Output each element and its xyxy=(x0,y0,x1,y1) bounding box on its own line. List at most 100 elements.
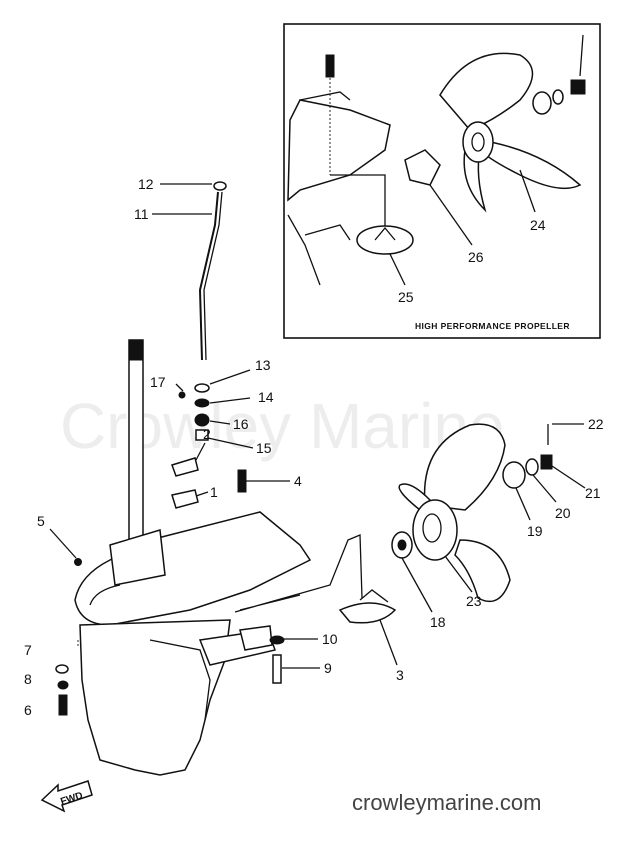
part-label-16: 16 xyxy=(233,416,249,432)
inset-prop-nut xyxy=(570,79,586,95)
inset-washer-small xyxy=(552,89,564,105)
inset-trim-anode xyxy=(356,225,414,255)
anti-cavitation-plate xyxy=(74,511,312,626)
trim-anode-3 xyxy=(338,602,397,624)
leader-25 xyxy=(389,253,406,286)
propeller-hub xyxy=(412,499,458,561)
part-labels: 12 11 13 14 16 15 17 2 1 4 5 10 9 3 7 8 … xyxy=(24,176,604,718)
prop-nut-21 xyxy=(540,454,553,470)
plate-edge-detail xyxy=(89,584,121,606)
leader-17 xyxy=(175,383,184,392)
leader-24 xyxy=(519,169,536,213)
part-label-5: 5 xyxy=(37,513,45,529)
leader-2 xyxy=(195,442,206,461)
cutaway-guide xyxy=(234,534,363,613)
washer-20 xyxy=(525,458,539,476)
site-url: crowleymarine.com xyxy=(352,790,542,815)
shift-rod xyxy=(198,191,219,361)
gearcase-contour xyxy=(149,639,211,721)
leader-19 xyxy=(515,487,531,521)
inset-propeller-bore xyxy=(471,132,485,152)
part-label-14: 14 xyxy=(258,389,274,405)
leader-13 xyxy=(209,369,251,385)
bolt-6 xyxy=(58,694,68,716)
part-label-8: 8 xyxy=(24,671,32,687)
washer-7 xyxy=(55,664,69,674)
fwd-arrow: FWD xyxy=(40,780,93,813)
part-label-25: 25 xyxy=(398,289,414,305)
propeller-bore xyxy=(422,513,442,543)
seal-13 xyxy=(194,383,210,393)
part-label-2: 2 xyxy=(203,426,211,442)
propeller-assembly xyxy=(391,423,553,603)
part-label-20: 20 xyxy=(555,505,571,521)
part-label-19: 19 xyxy=(527,523,543,539)
seal-16 xyxy=(194,413,210,427)
inset-propeller-hub xyxy=(462,121,494,163)
inset-thrust-washer xyxy=(404,149,441,186)
inset-cotter-pin xyxy=(579,34,584,77)
leader-23 xyxy=(444,555,473,593)
bushing-15 xyxy=(195,429,209,441)
leader-20 xyxy=(532,474,557,503)
leader-5 xyxy=(49,528,77,559)
washer-8 xyxy=(57,680,69,690)
lower-unit-assembly xyxy=(55,181,397,776)
leader-lines xyxy=(49,183,586,669)
trim-anode-tab xyxy=(359,589,389,603)
inset-anode-fin xyxy=(374,226,396,241)
inset-high-performance-propeller: 24 26 25 HIGH PERFORMANCE PROPELLER xyxy=(283,23,601,339)
propeller-blade-right xyxy=(454,539,511,603)
screw-17 xyxy=(178,391,186,399)
inset-anode-leader xyxy=(330,174,386,230)
inset-gearcase xyxy=(287,99,391,202)
inset-propeller-blade-top xyxy=(439,52,534,131)
shift-plunger-1 xyxy=(171,489,199,509)
inset-bolt xyxy=(325,54,335,78)
leader-1 xyxy=(195,491,209,497)
washer-10 xyxy=(269,635,285,645)
part-label-11: 11 xyxy=(134,206,149,222)
part-label-17: 17 xyxy=(150,374,166,390)
leader-26 xyxy=(429,184,473,246)
part-label-4: 4 xyxy=(294,473,302,489)
part-label-26: 26 xyxy=(468,249,484,265)
part-label-6: 6 xyxy=(24,702,32,718)
shift-rod-edge xyxy=(203,191,223,361)
inset-gearcase-skeg xyxy=(304,224,351,241)
part-label-7: 7 xyxy=(24,642,32,658)
drive-shaft xyxy=(128,339,144,551)
propeller-shaft-housing xyxy=(239,625,273,651)
leader-3 xyxy=(379,619,398,666)
shift-rod-grommet xyxy=(213,181,227,191)
part-label-10: 10 xyxy=(322,631,338,647)
propeller-blade-left xyxy=(398,483,432,512)
part-label-9: 9 xyxy=(324,660,332,676)
water-pump-housing xyxy=(109,529,166,586)
drive-shaft-spline xyxy=(129,339,143,361)
inset-gearcase-edge xyxy=(287,91,351,286)
part-label-22: 22 xyxy=(588,416,604,432)
inset-title: HIGH PERFORMANCE PROPELLER xyxy=(415,321,570,331)
leader-16 xyxy=(209,420,231,425)
leader-15 xyxy=(207,437,254,449)
seal-14 xyxy=(194,398,210,408)
spacer-19 xyxy=(502,461,526,489)
part-label-21: 21 xyxy=(585,485,601,501)
leader-21 xyxy=(551,465,586,489)
part-label-15: 15 xyxy=(256,440,272,456)
fwd-arrow-icon xyxy=(40,780,93,813)
part-label-24: 24 xyxy=(530,217,546,233)
leader-18 xyxy=(401,557,433,613)
part-label-23: 23 xyxy=(466,593,482,609)
thrust-washer-core xyxy=(397,539,407,551)
plug-5 xyxy=(74,558,82,566)
bolt-4 xyxy=(237,469,247,493)
part-label-13: 13 xyxy=(255,357,271,373)
bolt-9 xyxy=(272,654,282,684)
leader-14 xyxy=(209,397,251,404)
inset-washer xyxy=(532,91,552,115)
propeller-blade-top xyxy=(423,423,506,511)
inset-frame xyxy=(283,23,601,339)
